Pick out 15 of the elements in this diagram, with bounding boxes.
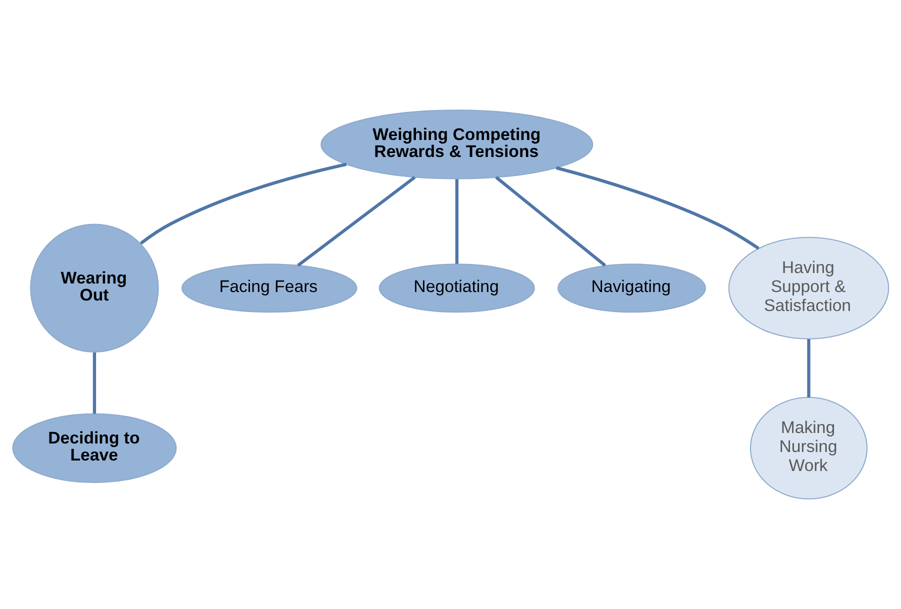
node-ellipse: Navigating [557,264,706,313]
node-ellipse: Facing Fears [181,264,358,313]
connector [140,162,347,245]
node-ellipse: Negotiating [378,264,535,313]
connector [807,339,810,398]
connector [92,352,96,414]
node-ellipse: Making Nursing Work [750,396,868,500]
node-ellipse: Weighing Competing Rewards & Tensions [320,110,594,180]
connector [455,179,458,264]
node-circle: Wearing Out [30,224,159,352]
connector [556,166,760,250]
connector [296,176,416,267]
connector [495,176,606,267]
node-ellipse: Having Support & Satisfaction [728,236,890,340]
node-ellipse: Deciding to Leave [12,413,177,483]
